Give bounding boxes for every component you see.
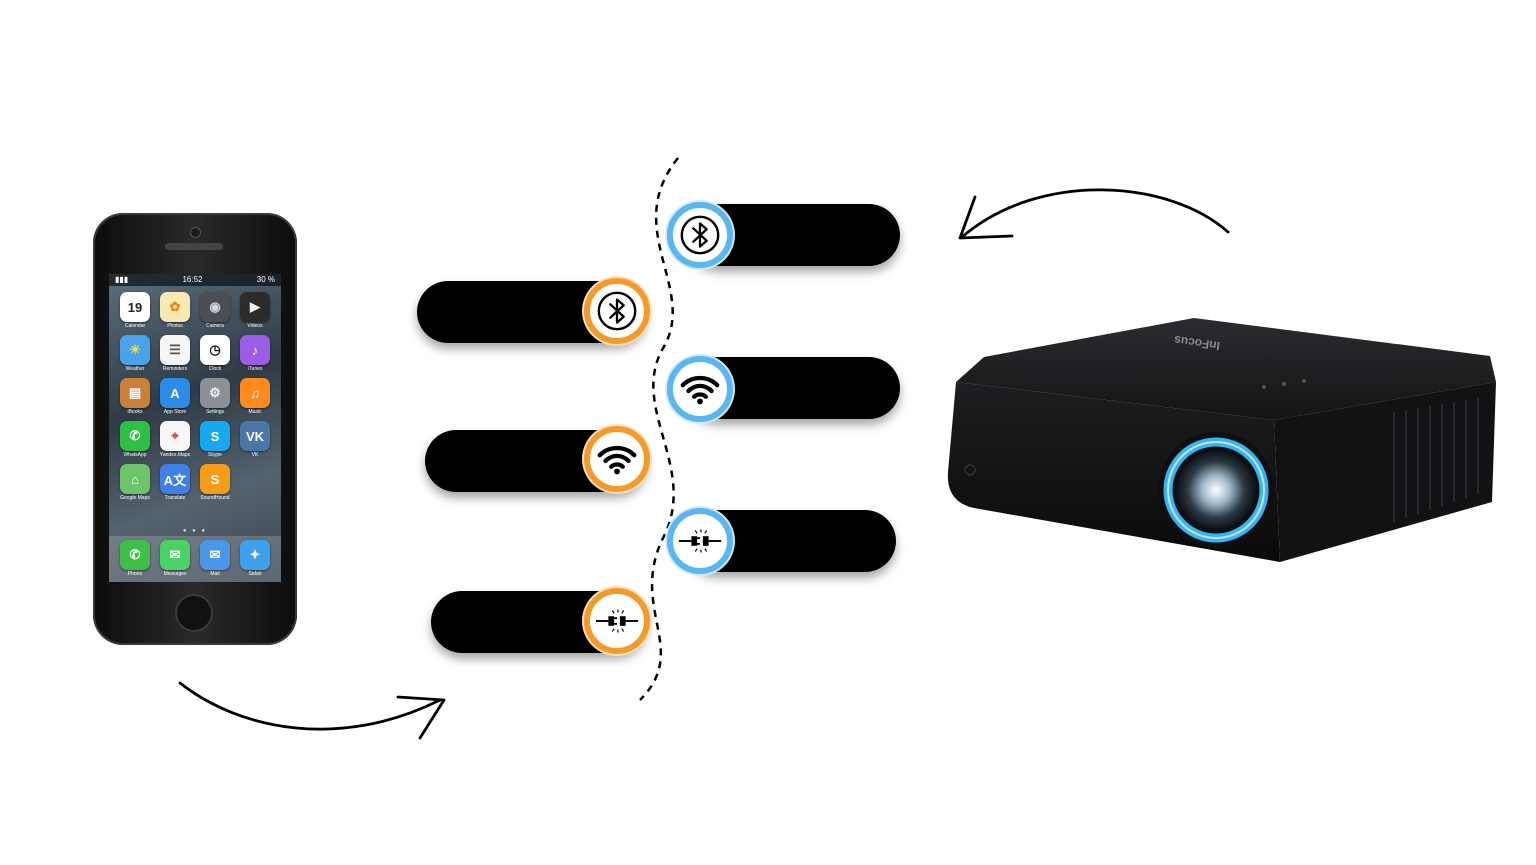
app-label: Skype	[208, 452, 222, 458]
phone-dock: ✆Phone✉Messages✉Mail✦Safari	[109, 536, 281, 582]
app-icon: ▤	[120, 378, 150, 408]
wifi-badge	[667, 356, 733, 422]
status-time: 16:52	[182, 275, 203, 284]
app-label: SoundHound	[200, 495, 230, 501]
cable-badge	[667, 508, 733, 574]
app-icon: ✉	[160, 540, 190, 570]
app-camera[interactable]: ◉Camera	[195, 292, 235, 329]
app-icon: ▶	[240, 292, 270, 322]
cable-plug-icon	[678, 529, 722, 553]
app-label: Phone	[127, 571, 143, 577]
app-icon: ⌖	[160, 421, 190, 451]
app-label: Calendar	[124, 323, 146, 329]
app-icon: ♫	[240, 378, 270, 408]
app-weather[interactable]: ☀Weather	[115, 335, 155, 372]
app-icon: ☰	[160, 335, 190, 365]
app-icon: ⚙	[200, 378, 230, 408]
app-phone[interactable]: ✆Phone	[115, 540, 155, 582]
app-google-maps[interactable]: ⌂Google Maps	[115, 464, 155, 501]
app-icon: ◷	[200, 335, 230, 365]
app-icon: ✆	[120, 540, 150, 570]
app-whatsapp[interactable]: ✆WhatsApp	[115, 421, 155, 458]
app-label: Google Maps	[120, 495, 150, 501]
app-label: Weather	[125, 366, 145, 372]
app-icon: ✉	[200, 540, 230, 570]
app-label: App Store	[163, 409, 187, 415]
app-label: Messages	[163, 571, 187, 577]
app-label: iBooks	[127, 409, 143, 415]
app-yandex-maps[interactable]: ⌖Yandex.Maps	[155, 421, 195, 458]
app-label: Reminders	[162, 366, 188, 372]
battery-level: 30 %	[256, 275, 275, 284]
app-icon: S	[200, 421, 230, 451]
app-ibooks[interactable]: ▤iBooks	[115, 378, 155, 415]
app-label: WhatsApp	[123, 452, 147, 458]
app-label: Mail	[210, 571, 220, 577]
app-icon: ♪	[240, 335, 270, 365]
home-button[interactable]	[175, 594, 213, 632]
wifi-icon	[597, 445, 637, 475]
app-label: Yandex.Maps	[159, 452, 191, 458]
wifi-badge	[584, 426, 650, 492]
app-label: Photos	[167, 323, 183, 329]
app-label: iTunes	[247, 366, 263, 372]
app-label: Videos	[247, 323, 263, 329]
app-safari[interactable]: ✦Safari	[235, 540, 275, 582]
app-icon: S	[200, 464, 230, 494]
app-icon: 19	[120, 292, 150, 322]
app-videos[interactable]: ▶Videos	[235, 292, 275, 329]
app-icon: ☀	[120, 335, 150, 365]
app-icon: ✦	[240, 540, 270, 570]
app-icon: A	[160, 378, 190, 408]
cable-badge	[584, 588, 650, 654]
app-icon: ◉	[200, 292, 230, 322]
bluetooth-badge	[584, 278, 650, 344]
bluetooth-badge	[667, 202, 733, 268]
cable-plug-icon	[595, 609, 639, 633]
app-settings[interactable]: ⚙Settings	[195, 378, 235, 415]
app-label: Clock	[208, 366, 222, 372]
app-label: Camera	[206, 323, 224, 329]
bluetooth-icon	[680, 215, 720, 255]
projector: InFocus	[944, 312, 1500, 578]
app-icon: ✆	[120, 421, 150, 451]
app-itunes[interactable]: ♪iTunes	[235, 335, 275, 372]
app-icon: A文	[160, 464, 190, 494]
app-clock[interactable]: ◷Clock	[195, 335, 235, 372]
app-music[interactable]: ♫Music	[235, 378, 275, 415]
app-label: Safari	[248, 571, 262, 577]
app-mail[interactable]: ✉Mail	[195, 540, 235, 582]
app-label: VK	[251, 452, 259, 458]
app-icon: VK	[240, 421, 270, 451]
app-icon: ⌂	[120, 464, 150, 494]
app-label: Settings	[205, 409, 225, 415]
app-photos[interactable]: ✿Photos	[155, 292, 195, 329]
app-reminders[interactable]: ☰Reminders	[155, 335, 195, 372]
projector-body	[947, 318, 1496, 562]
wifi-icon	[680, 375, 720, 405]
app-label: Music	[248, 409, 262, 415]
phone-speaker	[165, 243, 223, 250]
status-bar: ▮▮▮ 16:52 30 %	[109, 274, 281, 286]
signal-indicator: ▮▮▮	[115, 275, 129, 284]
bluetooth-icon	[597, 291, 637, 331]
app-messages[interactable]: ✉Messages	[155, 540, 195, 582]
app-icon: ✿	[160, 292, 190, 322]
page-dots: ● ● ●	[182, 528, 208, 534]
phone-camera	[190, 227, 201, 238]
app-label: Translate	[164, 495, 186, 501]
